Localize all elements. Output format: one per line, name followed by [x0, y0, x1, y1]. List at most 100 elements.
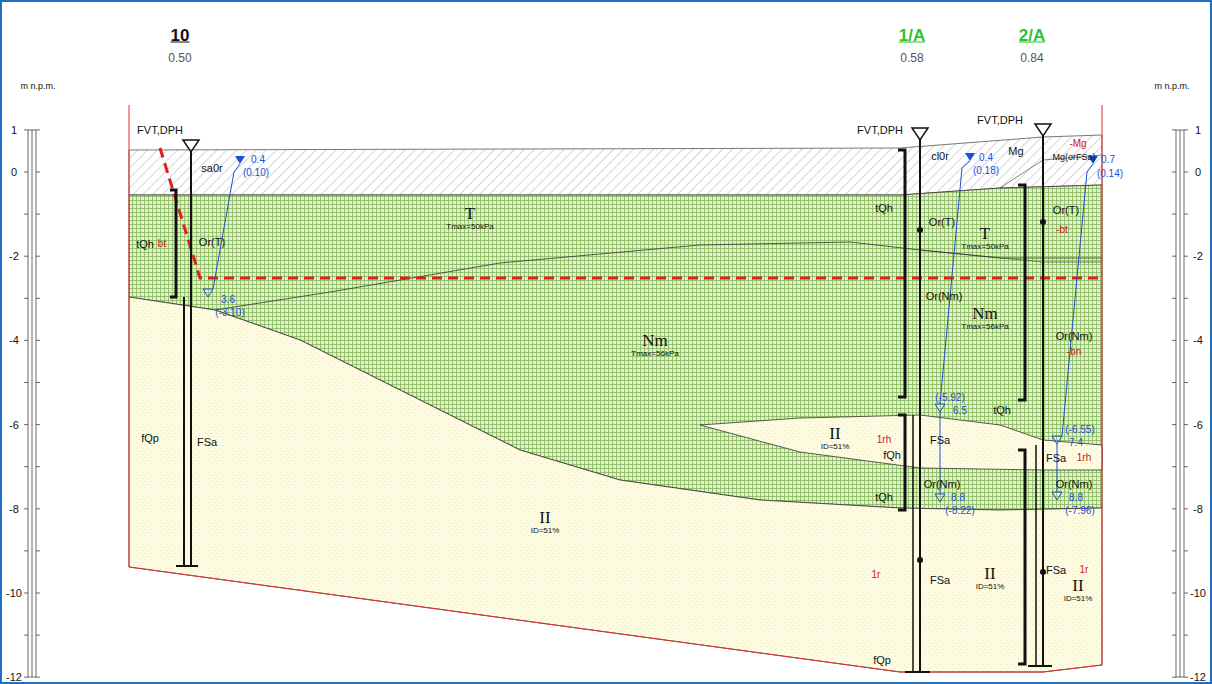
water-level: (0.10): [243, 168, 269, 178]
axis-value: -8: [1193, 503, 1203, 514]
layer-parameter: ID=51%: [976, 583, 1005, 591]
soil-layer: TTmax=50kPa: [959, 223, 1010, 253]
axis-value: -12: [6, 672, 22, 683]
water-level: (-8.22): [945, 506, 974, 516]
water-level: 6.5: [953, 406, 967, 416]
layer-parameter: ID=51%: [821, 443, 850, 451]
water-level: (-7.96): [1065, 506, 1094, 516]
axis-value: -8: [9, 503, 19, 514]
soil-layer: IIID=51%: [529, 507, 562, 537]
section-label: sa0r: [201, 163, 222, 174]
section-label: -Mg: [1069, 139, 1086, 149]
section-label: m n.p.m.: [1154, 82, 1189, 91]
section-label: Or(Nm): [924, 479, 961, 490]
section-label: FVT,DPH: [857, 125, 903, 136]
layer-parameter: Tmax=50kPa: [961, 243, 1008, 251]
section-label: 1r: [1080, 565, 1089, 575]
section-label: 2/A: [1019, 27, 1045, 44]
layer-parameter: Tmax=50kPa: [446, 223, 493, 231]
axis-value: -2: [9, 251, 19, 262]
section-label: Or(T): [199, 237, 225, 248]
section-label: fQh: [883, 450, 901, 461]
section-label: tQh: [993, 405, 1011, 416]
water-level: 8.8: [1069, 493, 1083, 503]
water-level: 3.6: [221, 295, 235, 305]
water-level: (0.18): [973, 166, 999, 176]
axis-value: 0: [11, 167, 17, 178]
water-level: 0.4: [979, 153, 993, 163]
soil-layer: NmTmax=56kPa: [959, 303, 1010, 333]
section-label: 1rh: [877, 435, 891, 445]
section-label: Or(Nm): [1056, 331, 1093, 342]
layer-symbol: II: [821, 425, 850, 442]
section-label: -bn: [1067, 347, 1081, 357]
section-label: tQh: [875, 492, 893, 503]
axis-value: -4: [9, 335, 19, 346]
section-label: m n.p.m.: [20, 82, 55, 91]
water-level: (-6.55): [1065, 425, 1094, 435]
section-label: 1r: [872, 570, 881, 580]
section-label: FSa: [1046, 453, 1066, 464]
section-label: 1/A: [899, 27, 925, 44]
section-label: Or(Nm): [1056, 479, 1093, 490]
section-label: FSa: [930, 575, 950, 586]
soil-layer: TTmax=50kPa: [444, 203, 495, 233]
water-level: (-5.92): [935, 393, 964, 403]
axis-value: -4: [1193, 335, 1203, 346]
soil-layer: NmTmax=56kPa: [629, 330, 680, 360]
soil-layer: IIID=51%: [974, 563, 1007, 593]
layer-symbol: II: [1064, 577, 1093, 594]
section-label: FSa: [197, 437, 217, 448]
section-label: fQp: [873, 655, 891, 666]
water-level: 0.4: [251, 155, 265, 165]
layer-symbol: II: [976, 565, 1005, 582]
layer-symbol: Nm: [631, 332, 678, 349]
soil-layer: IIID=51%: [819, 423, 852, 453]
axis-value: -6: [9, 419, 19, 430]
soil-layer: IIID=51%: [1062, 575, 1095, 605]
section-label: 0.58: [900, 52, 923, 64]
section-label: FSa: [930, 435, 950, 446]
water-level: (0.14): [1097, 169, 1123, 179]
layer-symbol: II: [531, 509, 560, 526]
layer-symbol: T: [961, 225, 1008, 242]
section-label: 0.84: [1020, 52, 1043, 64]
water-level: 8.8: [951, 493, 965, 503]
axis-value: -10: [1190, 588, 1206, 599]
water-level: 0.7: [1101, 155, 1115, 165]
axis-value: -12: [1190, 672, 1206, 683]
section-label: Mg: [1008, 146, 1023, 157]
water-level: 7.4: [1069, 438, 1083, 448]
section-label: FVT,DPH: [977, 115, 1023, 126]
layer-parameter: Tmax=56kPa: [631, 350, 678, 358]
water-level: (-3.10): [215, 308, 244, 318]
section-label: bt: [158, 239, 166, 249]
layer-symbol: T: [446, 205, 493, 222]
section-label: FSa: [1046, 565, 1066, 576]
section-label: fQp: [141, 433, 159, 444]
section-label: tQh: [136, 239, 154, 250]
axis-value: -10: [6, 588, 22, 599]
axis-value: -6: [1193, 419, 1203, 430]
section-label: -bt: [1056, 225, 1068, 235]
section-label: 1rh: [1077, 453, 1091, 463]
section-label: 0.50: [168, 52, 191, 64]
layer-parameter: ID=51%: [1064, 595, 1093, 603]
section-label: Or(T): [929, 217, 955, 228]
section-label: cl0r: [931, 151, 949, 162]
section-label: tQh: [875, 203, 893, 214]
axis-value: -2: [1193, 251, 1203, 262]
layer-parameter: Tmax=56kPa: [961, 323, 1008, 331]
axis-value: 1: [11, 124, 17, 135]
axis-value: 1: [1195, 124, 1201, 135]
axis-value: 0: [1195, 167, 1201, 178]
layer-symbol: Nm: [961, 305, 1008, 322]
section-label: FVT,DPH: [137, 125, 183, 136]
section-label: Mg(orFSa): [1052, 153, 1095, 162]
section-label: Or(Nm): [926, 291, 963, 302]
section-label: 10: [171, 27, 190, 44]
layer-parameter: ID=51%: [531, 527, 560, 535]
section-label: Or(T): [1053, 205, 1079, 216]
